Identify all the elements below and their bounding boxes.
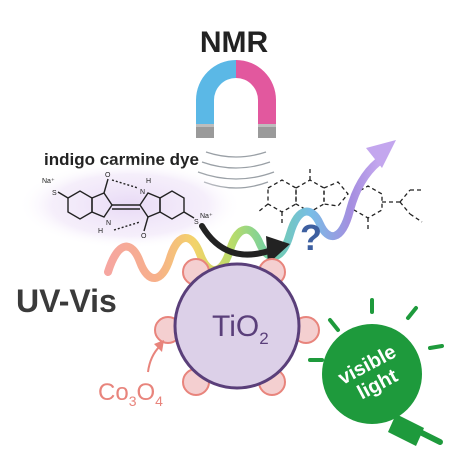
tio2-label: TiO2 [212, 310, 269, 348]
light-wave [104, 158, 382, 282]
atom-sulfur-right: S [194, 219, 199, 226]
atom-nitrogen-bottom: N [106, 220, 111, 227]
sodium-ion-right: Na⁺ [200, 213, 213, 220]
co3o4-label: Co3O4 [98, 379, 163, 409]
indigo-carmine-molecule [57, 178, 195, 232]
nmr-label: NMR [200, 26, 269, 59]
reaction-arrowhead-icon [266, 236, 290, 264]
co3o4-pointer-arrow [147, 345, 161, 373]
uv-vis-label: UV-Vis [16, 283, 117, 319]
question-mark: ? [300, 217, 322, 258]
magnet-icon [196, 60, 276, 138]
co3o4-pointer-arrowhead-icon [154, 340, 164, 352]
atom-nitrogen-top: N [140, 189, 145, 196]
sodium-ion-left: Na⁺ [42, 178, 55, 185]
atom-hydrogen-top: H [146, 178, 151, 185]
tio2-particle [173, 262, 301, 390]
wave-arrowhead-icon [366, 140, 396, 168]
light-bulb-icon: visible light [308, 298, 444, 446]
degradation-products [257, 166, 424, 230]
reaction-arrow [199, 223, 275, 258]
atom-sulfur-left: S [52, 190, 57, 197]
atom-oxygen-bottom: O [141, 233, 147, 240]
atom-hydrogen-bottom: H [98, 228, 103, 235]
atom-oxygen-top: O [105, 172, 111, 179]
